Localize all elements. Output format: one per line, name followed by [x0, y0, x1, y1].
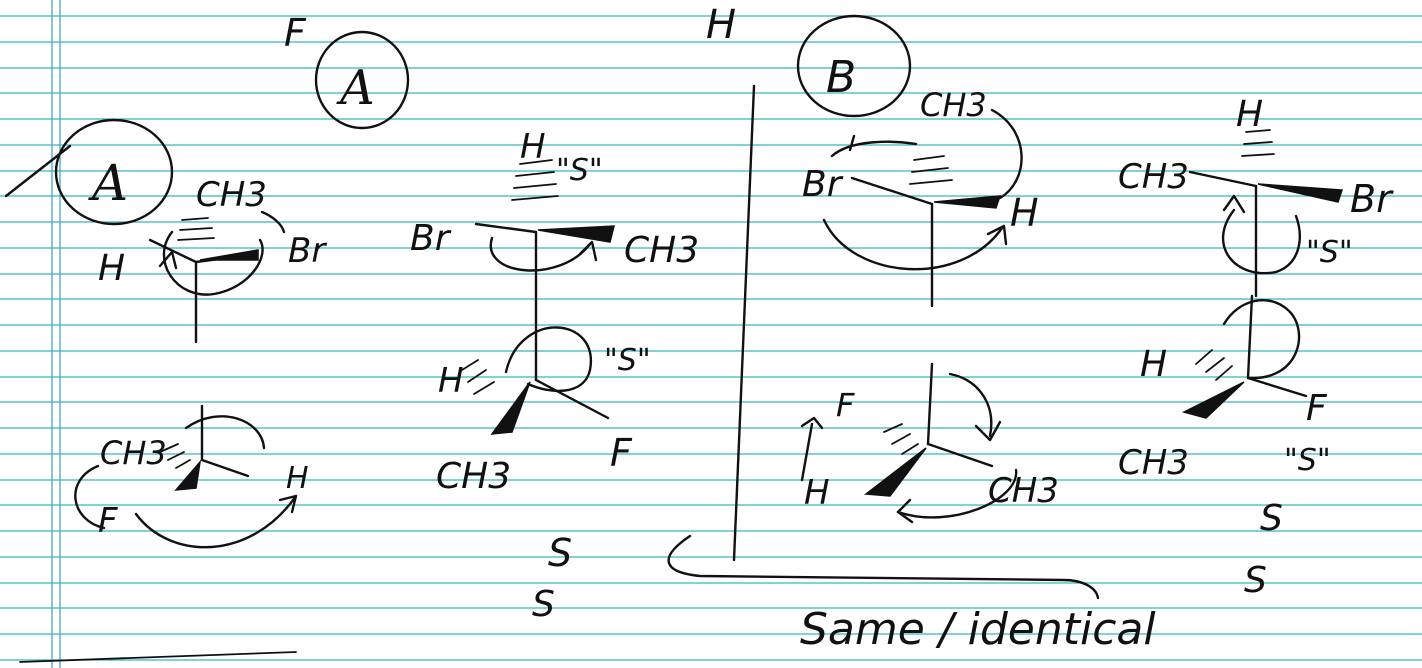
b2-right-ch3: CH3 — [988, 471, 1059, 511]
circle-a-top — [314, 30, 410, 130]
header-label-f: F — [284, 11, 307, 55]
b2-left-h: H — [804, 473, 830, 513]
a3-bottom-f: F — [610, 431, 633, 475]
b1-left-br: Br — [802, 164, 844, 205]
a3-left-br: Br — [410, 218, 452, 259]
a1-right-br: Br — [288, 231, 327, 271]
a3-top-h: H — [520, 127, 546, 167]
a2-front-f: F — [98, 501, 118, 541]
b3-bottom-ch3: CH3 — [1118, 443, 1189, 483]
ruled-lines — [0, 15, 1422, 661]
newman-a2 — [74, 404, 298, 549]
panel-a-tag: A — [88, 154, 128, 212]
a3-right-ch3: CH3 — [624, 230, 699, 271]
b1-right-h: H — [1010, 191, 1039, 235]
newman-b2 — [800, 362, 1018, 524]
newman-b1 — [822, 108, 1023, 308]
header-label-b: B — [826, 52, 856, 103]
a3-config-top: "S" — [556, 153, 603, 188]
a2-right-h: H — [286, 461, 309, 496]
b-answer-2: S — [1244, 560, 1267, 601]
b3-bottom-h: H — [1140, 344, 1167, 385]
header-label-h: H — [706, 2, 736, 48]
b3-top-h: H — [1236, 94, 1263, 135]
center-divider — [732, 84, 756, 562]
b2-top-f: F — [836, 386, 855, 424]
a1-top-ch3: CH3 — [196, 175, 267, 215]
b3-config-bottom: "S" — [1284, 443, 1331, 478]
a3-config-bottom: "S" — [604, 343, 651, 378]
sawhorse-a — [461, 159, 615, 435]
a3-bottom-h: H — [438, 361, 464, 401]
bottom-rule — [19, 651, 297, 663]
a2-left-ch3: CH3 — [100, 434, 167, 472]
margin-lines — [51, 0, 61, 668]
b3-left-ch3: CH3 — [1118, 157, 1189, 197]
a-answer-2: S — [532, 584, 555, 625]
b-answer-1: S — [1260, 498, 1283, 539]
slash-stroke — [4, 144, 72, 198]
circle-a-tag — [54, 118, 174, 226]
bracket-arrow — [667, 534, 1100, 600]
a-answer-1: S — [548, 531, 572, 575]
newman-a1 — [148, 210, 286, 344]
a1-left-h: H — [98, 248, 125, 289]
conclusion-text: Same / identical — [800, 604, 1156, 655]
sawhorse-b — [1181, 129, 1344, 419]
b3-bottom-f: F — [1306, 388, 1328, 429]
b3-right-br: Br — [1350, 177, 1394, 221]
header-label-a: A — [336, 60, 375, 116]
circle-b-top — [796, 14, 912, 118]
a3-bottom-ch3: CH3 — [436, 456, 511, 497]
b1-top-ch3: CH3 — [920, 86, 987, 124]
b3-config-top: "S" — [1306, 235, 1353, 270]
